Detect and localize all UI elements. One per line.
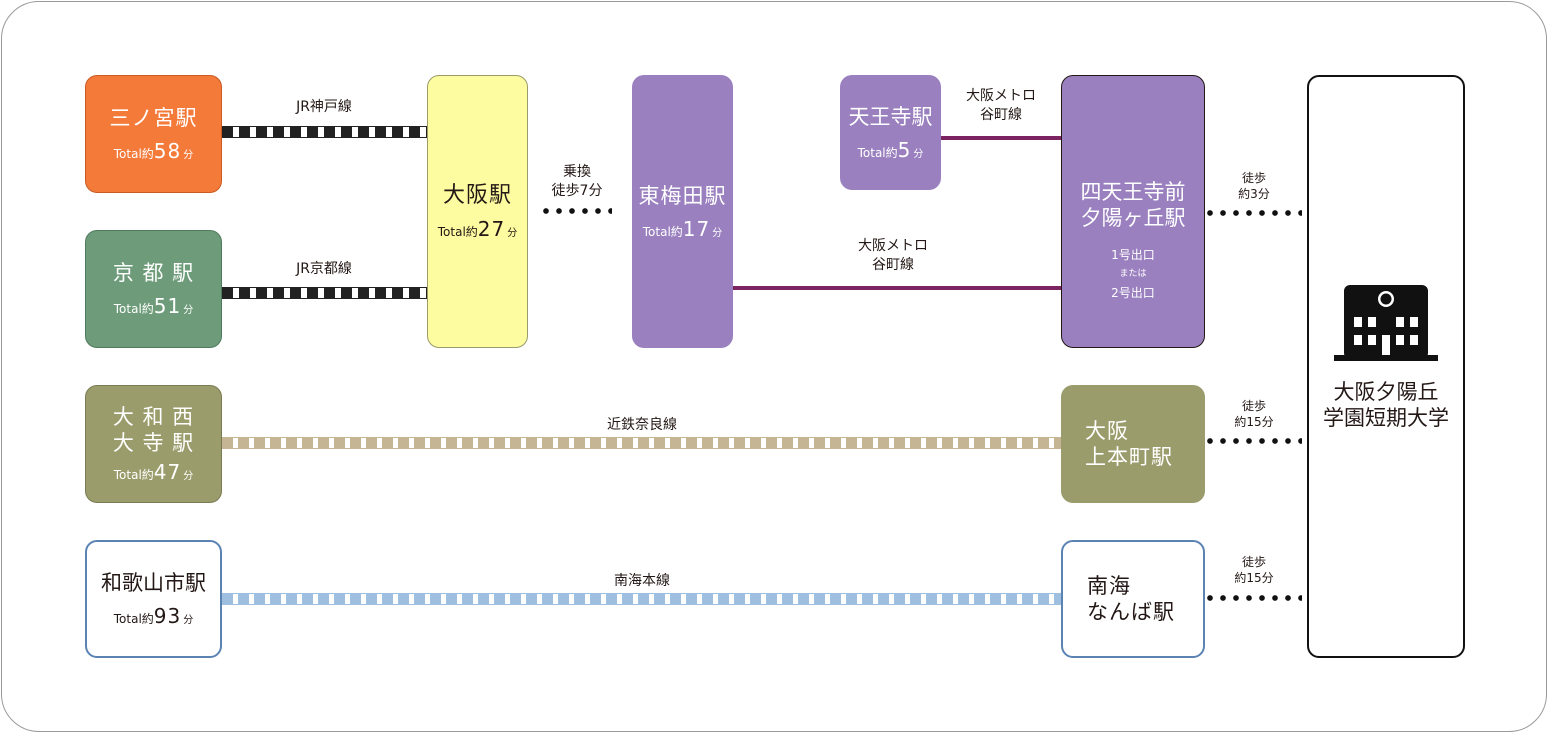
station-name-line1: 四天王寺前 — [1080, 180, 1186, 204]
station-name: 京 都 駅 — [112, 261, 195, 285]
destination-college: 大阪夕陽丘 学園短期大学 — [1307, 75, 1465, 658]
station-name: 三ノ宮駅 — [109, 106, 198, 130]
total-prefix: Total約 — [857, 145, 898, 160]
transfer-label-line1: 乗換 — [562, 164, 591, 180]
total-prefix: Total約 — [437, 224, 478, 239]
jr-kobe-line-label: JR神戸線 — [296, 99, 352, 115]
station-name-line2: 夕陽ヶ丘駅 — [1080, 206, 1186, 230]
exit-or: または — [1119, 269, 1147, 279]
metro-mid-label: 大阪メトロ 谷町線 — [858, 237, 928, 275]
minutes-unit: 分 — [183, 615, 194, 626]
station-name: 東梅田駅 — [638, 183, 727, 208]
station-name: 和歌山市駅 — [101, 571, 206, 595]
walk-label-namba-line1: 徒歩 — [1241, 555, 1266, 569]
walk-label-uehommachi: 徒歩 約15分 — [1234, 398, 1273, 430]
minutes-unit: 分 — [183, 471, 194, 482]
walk-label-uehommachi-line1: 徒歩 — [1241, 399, 1266, 413]
exit-2: 2号出口 — [1111, 286, 1155, 300]
metro-top-label-line1: 大阪メトロ — [966, 88, 1036, 104]
station-nankai-namba: 南海 なんば駅 — [1061, 540, 1205, 658]
minutes: 17 — [682, 216, 711, 241]
walk-label-namba: 徒歩 約15分 — [1234, 554, 1273, 586]
station-name-line1: 大 和 西 — [112, 405, 195, 429]
transfer-label-line2: 徒歩7分 — [551, 183, 603, 199]
transfer-label: 乗換 徒歩7分 — [552, 163, 603, 201]
total-prefix: Total約 — [113, 468, 154, 482]
nankai-line-label: 南海本線 — [614, 573, 670, 589]
metro-mid-label-line1: 大阪メトロ — [858, 238, 928, 254]
minutes: 27 — [477, 216, 506, 241]
total-prefix: Total約 — [113, 302, 154, 316]
minutes: 5 — [897, 137, 912, 162]
walk-label-shitennoji: 徒歩 約3分 — [1238, 170, 1270, 202]
transfer-walk-path — [542, 207, 612, 215]
metro-tanimachi-line-top — [940, 136, 1062, 140]
minutes: 51 — [153, 294, 182, 318]
minutes-unit: 分 — [913, 148, 924, 160]
station-name-line1: 大阪 — [1085, 419, 1129, 443]
minutes: 58 — [153, 139, 182, 163]
exit-1: 1号出口 — [1111, 248, 1155, 262]
destination-name-line2: 学園短期大学 — [1323, 406, 1449, 430]
kintetsu-nara-line — [222, 437, 1062, 449]
station-shitennoji-mae-yuhigaoka: 四天王寺前 夕陽ヶ丘駅 1号出口 または 2号出口 — [1061, 75, 1205, 348]
minutes: 47 — [153, 460, 182, 484]
station-name-line1: 南海 — [1087, 574, 1131, 598]
metro-top-label: 大阪メトロ 谷町線 — [966, 87, 1036, 125]
station-name-line2: 大 寺 駅 — [112, 431, 195, 455]
station-name: 大阪駅 — [442, 182, 512, 208]
minutes: 93 — [153, 604, 182, 628]
kintetsu-line-label: 近鉄奈良線 — [607, 417, 677, 433]
minutes-unit: 分 — [183, 305, 194, 316]
station-name-line2: 上本町駅 — [1085, 445, 1173, 469]
destination-name-line1: 大阪夕陽丘 — [1333, 380, 1439, 404]
walk-path-namba — [1206, 594, 1302, 602]
minutes-unit: 分 — [183, 150, 194, 161]
total-prefix: Total約 — [113, 147, 154, 161]
minutes-unit: 分 — [712, 227, 723, 239]
jr-kobe-line — [222, 126, 428, 138]
jr-kyoto-line-label: JR京都線 — [296, 261, 352, 277]
minutes-unit: 分 — [507, 227, 518, 239]
walk-label-shitennoji-line1: 徒歩 — [1241, 171, 1267, 185]
total-prefix: Total約 — [642, 224, 683, 239]
station-name-line2: なんば駅 — [1087, 600, 1175, 624]
total-prefix: Total約 — [113, 612, 154, 626]
walk-label-namba-line2: 約15分 — [1234, 571, 1274, 585]
metro-mid-label-line2: 谷町線 — [872, 257, 914, 273]
walk-label-shitennoji-line2: 約3分 — [1238, 187, 1270, 201]
station-osaka-uehommachi: 大阪 上本町駅 — [1061, 385, 1205, 503]
station-name: 天王寺駅 — [848, 104, 933, 129]
nankai-main-line — [222, 593, 1062, 605]
school-building-icon — [1334, 283, 1438, 363]
metro-tanimachi-line-mid — [732, 286, 1062, 290]
metro-top-label-line2: 谷町線 — [980, 107, 1022, 123]
jr-kyoto-line — [222, 287, 428, 299]
walk-path-uehommachi — [1206, 437, 1302, 445]
walk-path-shitennoji — [1206, 209, 1302, 217]
walk-label-uehommachi-line2: 約15分 — [1234, 415, 1274, 429]
